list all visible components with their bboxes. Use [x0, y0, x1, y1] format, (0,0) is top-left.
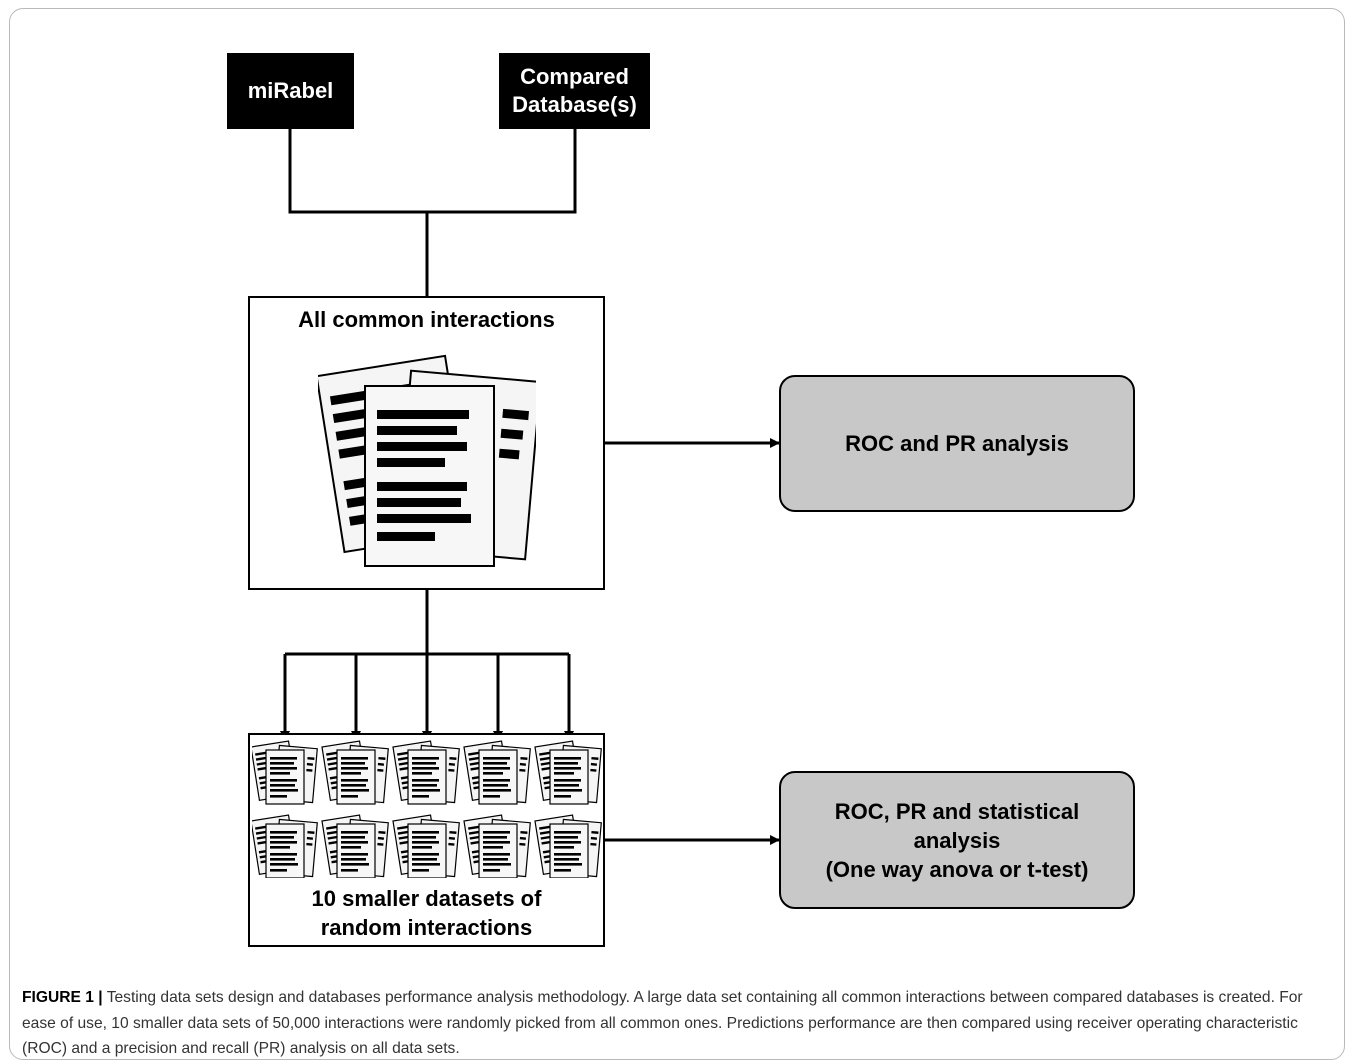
- smaller-title-line1: 10 smaller datasets of: [311, 886, 542, 911]
- small-dataset-icons: [252, 740, 602, 878]
- merge-connector: [288, 129, 577, 214]
- caption-label: FIGURE 1 |: [22, 989, 103, 1006]
- compared-label-line1: Compared: [520, 64, 629, 89]
- all-common-title: All common interactions: [298, 307, 555, 332]
- dataset-icon-1: [252, 740, 318, 805]
- compared-label-line2: Database(s): [512, 92, 637, 117]
- stat-label-line2: analysis: [913, 827, 1001, 853]
- dataset-icon-9: [463, 814, 531, 878]
- dataset-icon-4: [463, 740, 531, 805]
- compared-databases-box: Compared Database(s): [499, 53, 650, 129]
- dataset-icon-7: [321, 814, 389, 878]
- stat-label-line1: ROC, PR and statistical: [834, 798, 1080, 824]
- dataset-icon-8: [392, 814, 460, 878]
- mirabel-label: miRabel: [247, 78, 334, 103]
- roc-pr-analysis-box: ROC and PR analysis: [779, 375, 1135, 512]
- dataset-icon-6: [252, 814, 318, 878]
- stat-label-line3: (One way anova or t-test): [825, 856, 1089, 882]
- smaller-title-line2: random interactions: [320, 915, 533, 940]
- document-stack-icon: [318, 354, 536, 567]
- mirabel-box: miRabel: [227, 53, 354, 129]
- dataset-icon-2: [321, 740, 389, 805]
- statistical-analysis-box: ROC, PR and statistical analysis (One wa…: [779, 771, 1135, 909]
- figure-caption: FIGURE 1 | Testing data sets design and …: [22, 985, 1332, 1062]
- dataset-icon-3: [392, 740, 460, 805]
- caption-text: Testing data sets design and databases p…: [22, 989, 1303, 1057]
- smaller-datasets-title: 10 smaller datasets of random interactio…: [248, 884, 605, 942]
- dataset-icon-5: [534, 740, 602, 805]
- roc-pr-label: ROC and PR analysis: [845, 431, 1069, 456]
- dataset-icon-10: [534, 814, 602, 878]
